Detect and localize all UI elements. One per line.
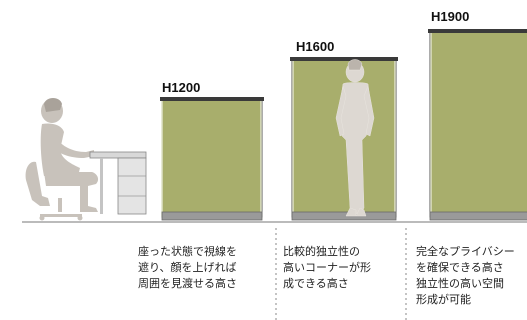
panel-h1900 [428, 29, 527, 221]
standing-person-figure [335, 59, 375, 217]
seated-person-figure [25, 98, 99, 221]
height-label-h1900: H1900 [431, 9, 470, 24]
description-line: 座った状態で視線を [138, 245, 237, 258]
height-label-h1200: H1200 [162, 80, 201, 95]
panel-h1200 [160, 97, 264, 221]
description-line: 成できる高さ [283, 277, 349, 290]
description-line: 完全なプライバシー [416, 245, 515, 258]
description-h1600: 比較的独立性の 高いコーナーが形 成できる高さ [283, 244, 371, 292]
description-line: 比較的独立性の [283, 245, 360, 258]
description-line: 独立性の高い空間 [416, 277, 504, 290]
desk [89, 151, 147, 215]
height-label-h1600: H1600 [296, 39, 335, 54]
description-line: 遮り、顔を上げれば [138, 261, 237, 274]
description-line: 周囲を見渡せる高さ [138, 277, 237, 290]
description-line: を確保できる高さ [416, 261, 504, 274]
panel-h1600 [290, 57, 398, 221]
description-h1900: 完全なプライバシー を確保できる高さ 独立性の高い空間 形成が可能 [416, 244, 527, 308]
description-h1200: 座った状態で視線を 遮り、顔を上げれば 周囲を見渡せる高さ [138, 244, 237, 292]
description-line: 形成が可能 [416, 293, 471, 306]
description-line: 高いコーナーが形 [283, 261, 371, 274]
